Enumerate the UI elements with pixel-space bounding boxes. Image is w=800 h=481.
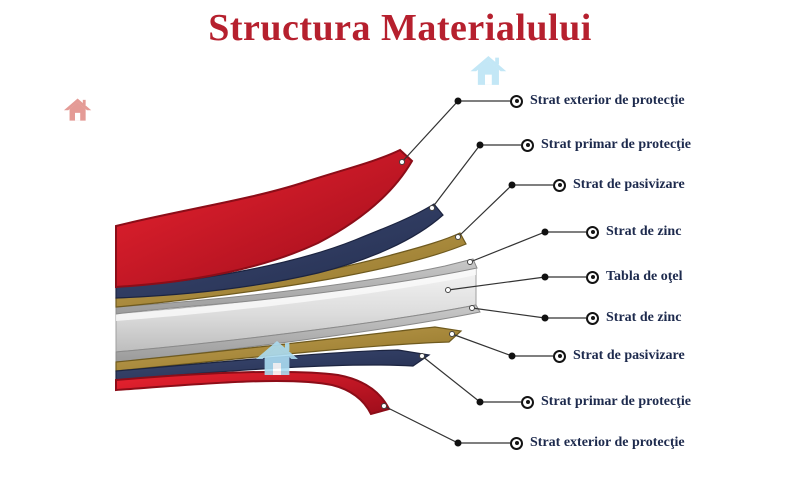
layer-label: Strat de pasivizare [573, 177, 685, 192]
target-bullet-icon [586, 311, 599, 325]
exterior-top-sheet [115, 148, 414, 289]
leader-line [401, 100, 510, 163]
label-row-exterior-bottom: Strat exterior de protecţie [510, 435, 685, 451]
layer-zinc-top [115, 258, 478, 315]
house-watermark-red-icon [63, 98, 92, 121]
leader-line [383, 405, 510, 444]
leader-line [457, 184, 553, 238]
layer-label: Strat primar de protecţie [541, 394, 691, 409]
primar-top-sheet [115, 203, 444, 299]
label-row-primar-bottom: Strat primar de protecţie [521, 394, 691, 410]
target-bullet-icon [586, 225, 599, 239]
label-row-primar-top: Strat primar de protecţie [521, 137, 691, 153]
layer-exterior-bottom [115, 370, 391, 416]
layer-label: Strat de zinc [606, 224, 682, 239]
layer-zinc-bottom [115, 304, 481, 363]
target-bullet-icon [510, 436, 523, 450]
label-row-tabla-otel: Tabla de oţel [586, 269, 683, 285]
layer-label: Strat exterior de protecţie [530, 93, 685, 108]
layer-exterior-top [115, 148, 414, 289]
layer-label: Strat de pasivizare [573, 348, 685, 363]
target-bullet-icon [586, 270, 599, 284]
leader-line [421, 355, 521, 403]
target-bullet-icon [510, 94, 523, 108]
layer-primar-top [115, 203, 444, 299]
layer-anchor-dots [381, 159, 475, 409]
leader-line [471, 307, 586, 319]
target-bullet-icon [521, 138, 534, 152]
target-bullet-icon [521, 395, 534, 409]
leader-bend-dots [454, 97, 549, 447]
leader-line [431, 144, 521, 209]
layer-label: Strat primar de protecţie [541, 137, 691, 152]
zinc-top-sheet [115, 258, 478, 315]
house-watermark-blue-center-icon [256, 341, 298, 375]
label-row-pasivizare-top: Strat de pasivizare [553, 177, 685, 193]
label-row-exterior-top: Strat exterior de protecţie [510, 93, 685, 109]
label-row-pasivizare-bottom: Strat de pasivizare [553, 348, 685, 364]
layer-label: Tabla de oţel [606, 269, 683, 284]
steel-core-highlight [116, 268, 476, 321]
leader-line [451, 333, 553, 357]
house-watermark-blue-top-icon [470, 55, 507, 85]
layer-label: Strat de zinc [606, 310, 682, 325]
zinc-bottom-sheet [115, 304, 481, 363]
page-title: Structura Materialului [208, 7, 592, 49]
exterior-bottom-sheet [115, 370, 391, 416]
target-bullet-icon [553, 349, 566, 363]
leader-line [469, 231, 586, 263]
label-row-zinc-bottom: Strat de zinc [586, 310, 681, 326]
layer-label: Strat exterior de protecţie [530, 435, 685, 450]
target-bullet-icon [553, 178, 566, 192]
label-row-zinc-top: Strat de zinc [586, 224, 681, 240]
